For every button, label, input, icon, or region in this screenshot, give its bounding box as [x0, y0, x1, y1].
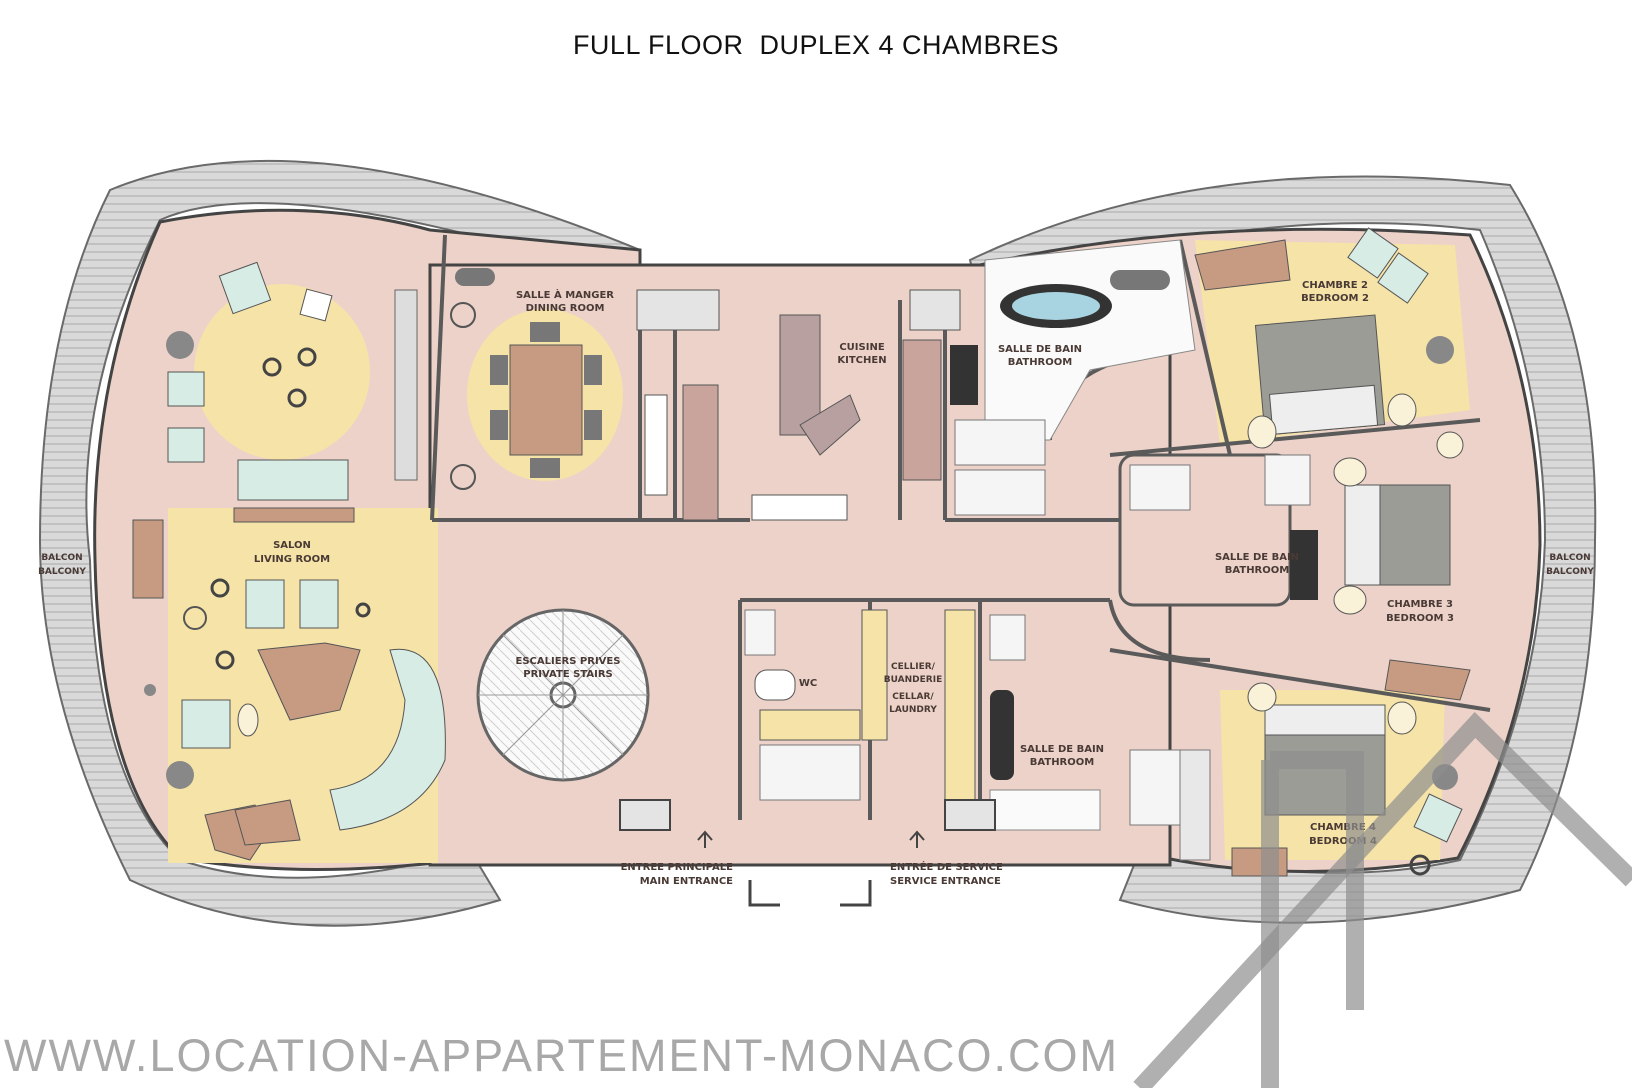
- label-service-entrance-1: ENTRÉE DE SERVICE: [890, 860, 1003, 873]
- label-dining-1: SALLE À MANGER: [516, 288, 614, 301]
- label-bedroom2-2: BEDROOM 2: [1301, 293, 1369, 304]
- spiral-stairs: [476, 608, 650, 782]
- service-area: [744, 609, 1211, 861]
- dining-furniture: [450, 302, 602, 490]
- bath1-fixtures: [950, 239, 1196, 516]
- label-stairs-1: ESCALIERS PRIVES: [516, 656, 621, 667]
- label-living-1: SALON: [273, 540, 311, 551]
- label-balcony-right-2: BALCONY: [1546, 567, 1594, 577]
- label-bedroom3-1: CHAMBRE 3: [1387, 599, 1453, 610]
- plan-title: FULL FLOOR DUPLEX 4 CHAMBRES: [572, 30, 1060, 60]
- label-kitchen-1: CUISINE: [839, 342, 884, 353]
- entrances: [619, 799, 996, 907]
- label-dining-2: DINING ROOM: [526, 303, 605, 314]
- kitchen-furniture: [636, 289, 961, 521]
- living-furniture: [132, 261, 495, 861]
- interior-walls: [430, 234, 1491, 830]
- label-bath1-2: BATHROOM: [1008, 357, 1072, 368]
- label-cellar-3: CELLAR/: [892, 692, 934, 702]
- label-bath2-2: BATHROOM: [1225, 565, 1289, 576]
- bath2-fixtures: [1118, 453, 1318, 607]
- label-cellar-2: BUANDERIE: [884, 675, 942, 685]
- label-bedroom4-1: CHAMBRE 4: [1310, 822, 1376, 833]
- label-bath3-2: BATHROOM: [1030, 757, 1094, 768]
- label-bath3-1: SALLE DE BAIN: [1020, 744, 1104, 755]
- label-main-entrance-1: ENTREE PRINCIPALE: [621, 862, 734, 873]
- watermark-logo: [1133, 712, 1632, 1088]
- label-service-entrance-2: SERVICE ENTRANCE: [890, 876, 1001, 887]
- label-cellar-4: LAUNDRY: [889, 705, 937, 715]
- label-stairs-2: PRIVATE STAIRS: [523, 669, 613, 680]
- bedroom3-furniture: [1333, 457, 1471, 701]
- label-kitchen-2: KITCHEN: [837, 355, 886, 366]
- watermark-url: WWW.LOCATION-APPARTEMENT-MONACO.COM: [4, 1030, 1119, 1081]
- rug-round: [194, 284, 370, 460]
- room-labels: SALLE À MANGER DINING ROOM CUISINE KITCH…: [38, 280, 1594, 887]
- label-balcony-left-2: BALCONY: [38, 567, 86, 577]
- label-main-entrance-2: MAIN ENTRANCE: [640, 876, 733, 887]
- label-bedroom4-2: BEDROOM 4: [1309, 836, 1377, 847]
- label-bedroom3-2: BEDROOM 3: [1386, 613, 1454, 624]
- label-wc: WC: [799, 678, 817, 689]
- label-balcony-right-1: BALCON: [1549, 553, 1590, 563]
- label-bath1-1: SALLE DE BAIN: [998, 344, 1082, 355]
- label-bath2-1: SALLE DE BAIN: [1215, 552, 1299, 563]
- balcony-right: [968, 175, 1597, 924]
- label-living-2: LIVING ROOM: [254, 554, 330, 565]
- label-cellar-1: CELLIER/: [891, 662, 936, 672]
- label-bedroom2-1: CHAMBRE 2: [1302, 280, 1368, 291]
- label-balcony-left-1: BALCON: [41, 553, 82, 563]
- bedroom2-furniture: [1194, 227, 1464, 459]
